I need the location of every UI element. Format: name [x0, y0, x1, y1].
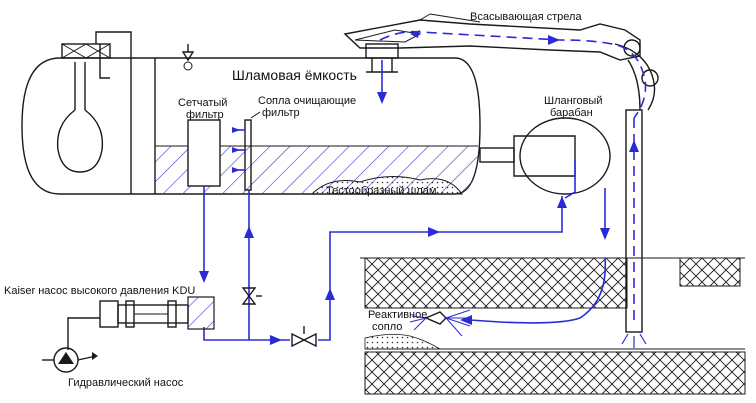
label-cleaning-nozzles-2: фильтр [262, 107, 300, 119]
hydraulic-pump [42, 317, 100, 373]
jet-nozzle [409, 309, 472, 337]
sediment-mound [364, 334, 442, 350]
label-hose-drum-1: Шланговый [544, 95, 602, 107]
pump-feed-line [199, 186, 567, 345]
vent-icon [181, 44, 195, 71]
ground-layers [360, 257, 746, 395]
label-kaiser-pump: Kaiser насос высокого давления KDU [4, 285, 195, 297]
cleaning-nozzles [232, 111, 261, 191]
kaiser-pump [99, 296, 215, 330]
label-jet-nozzle-1: Реактивное [368, 309, 427, 321]
suction-boom [343, 13, 659, 348]
label-cleaning-nozzles-1: Сопла очищающие [258, 95, 356, 107]
mesh-filter [187, 119, 221, 187]
label-mesh-filter-1: Сетчатый [178, 97, 227, 109]
float-valve-icon [56, 62, 104, 173]
pasty-sludge-mound [310, 176, 463, 195]
label-hydraulic-pump: Гидравлический насос [68, 377, 184, 389]
ball-valve-icon [241, 287, 262, 305]
label-pasty-sludge: Тестообразный шлам [326, 185, 436, 197]
control-valve-icon [61, 31, 132, 79]
label-hose-drum-2: барабан [550, 107, 593, 119]
label-jet-nozzle-2: сопло [372, 321, 402, 333]
check-valve-icon [291, 326, 317, 348]
hose-drum [479, 117, 611, 195]
label-suction-boom: Всасывающая стрела [470, 11, 582, 23]
label-sludge-tank: Шламовая ёмкость [232, 67, 357, 83]
label-mesh-filter-2: фильтр [186, 109, 224, 121]
